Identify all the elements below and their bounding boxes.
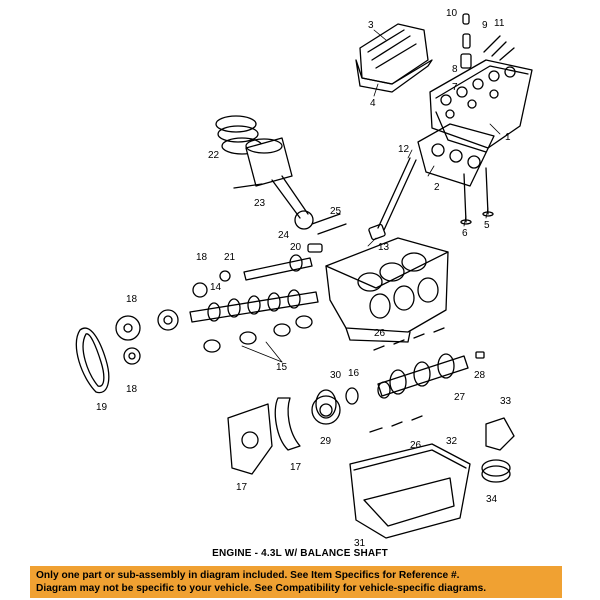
callout-13: 13 xyxy=(378,242,390,253)
valves-drawing xyxy=(460,167,494,225)
cylinder-head-drawing xyxy=(429,13,533,153)
callout-16: 16 xyxy=(348,368,360,379)
callout-33: 33 xyxy=(500,396,512,407)
callout-19: 19 xyxy=(96,402,108,413)
callout-32: 32 xyxy=(446,436,458,447)
callout-20: 20 xyxy=(290,242,302,253)
callout-23: 23 xyxy=(254,198,266,209)
callout-22: 22 xyxy=(208,150,220,161)
callout-24: 24 xyxy=(278,230,290,241)
callout-2: 2 xyxy=(434,182,440,193)
notice-line-2: Diagram may not be specific to your vehi… xyxy=(36,583,487,594)
diagram-caption: ENGINE - 4.3L W/ BALANCE SHAFT xyxy=(212,548,388,559)
callout-31: 31 xyxy=(354,538,366,549)
oil-pump-drawing xyxy=(481,417,515,483)
engine-block-drawing xyxy=(325,237,449,343)
callout-11: 11 xyxy=(494,18,505,29)
oil-pan-drawing xyxy=(349,443,471,539)
valve-cover-drawing xyxy=(355,23,433,93)
callout-18c: 18 xyxy=(126,384,138,395)
callout-7: 7 xyxy=(452,82,458,93)
pushrod-lifter-drawing xyxy=(368,157,417,241)
balance-shaft-drawing xyxy=(243,254,313,281)
callout-27: 27 xyxy=(454,392,466,403)
leader-lines xyxy=(241,29,501,363)
notice-line-1: Only one part or sub-assembly in diagram… xyxy=(36,570,460,581)
callout-26b: 26 xyxy=(410,440,422,451)
crankshaft-drawing xyxy=(315,327,485,433)
callout-5: 5 xyxy=(484,220,490,231)
callout-17a: 17 xyxy=(236,482,248,493)
callout-18a: 18 xyxy=(196,252,208,263)
callout-8: 8 xyxy=(452,64,458,75)
callout-1: 1 xyxy=(505,132,511,143)
callout-34: 34 xyxy=(486,494,498,505)
harmonic-balancer-drawing xyxy=(311,395,341,425)
timing-cover-drawing xyxy=(227,397,301,475)
callout-labels: 1 2 3 4 5 6 7 8 9 10 11 12 13 14 15 16 1… xyxy=(96,8,512,549)
piston-rod-drawing xyxy=(215,115,314,230)
callout-29: 29 xyxy=(320,436,332,447)
head-gasket-drawing xyxy=(417,123,495,187)
rocker-arm-drawing xyxy=(307,213,347,253)
callout-17b: 17 xyxy=(290,462,302,473)
compatibility-notice: Only one part or sub-assembly in diagram… xyxy=(30,566,562,598)
callout-28: 28 xyxy=(474,370,486,381)
callout-12: 12 xyxy=(398,144,410,155)
callout-10: 10 xyxy=(446,8,458,19)
camshaft-drawing xyxy=(157,270,319,331)
cam-bearings-drawing xyxy=(203,315,313,353)
callout-21: 21 xyxy=(224,252,236,263)
callout-4: 4 xyxy=(370,98,376,109)
callout-14: 14 xyxy=(210,282,222,293)
callout-25: 25 xyxy=(330,206,342,217)
callout-18b: 18 xyxy=(126,294,138,305)
callout-6: 6 xyxy=(462,228,468,239)
callout-30: 30 xyxy=(330,370,342,381)
timing-chain-drawing xyxy=(75,315,141,394)
callout-9: 9 xyxy=(482,20,488,31)
callout-3: 3 xyxy=(368,20,374,31)
callout-26a: 26 xyxy=(374,328,386,339)
callout-15: 15 xyxy=(276,362,288,373)
